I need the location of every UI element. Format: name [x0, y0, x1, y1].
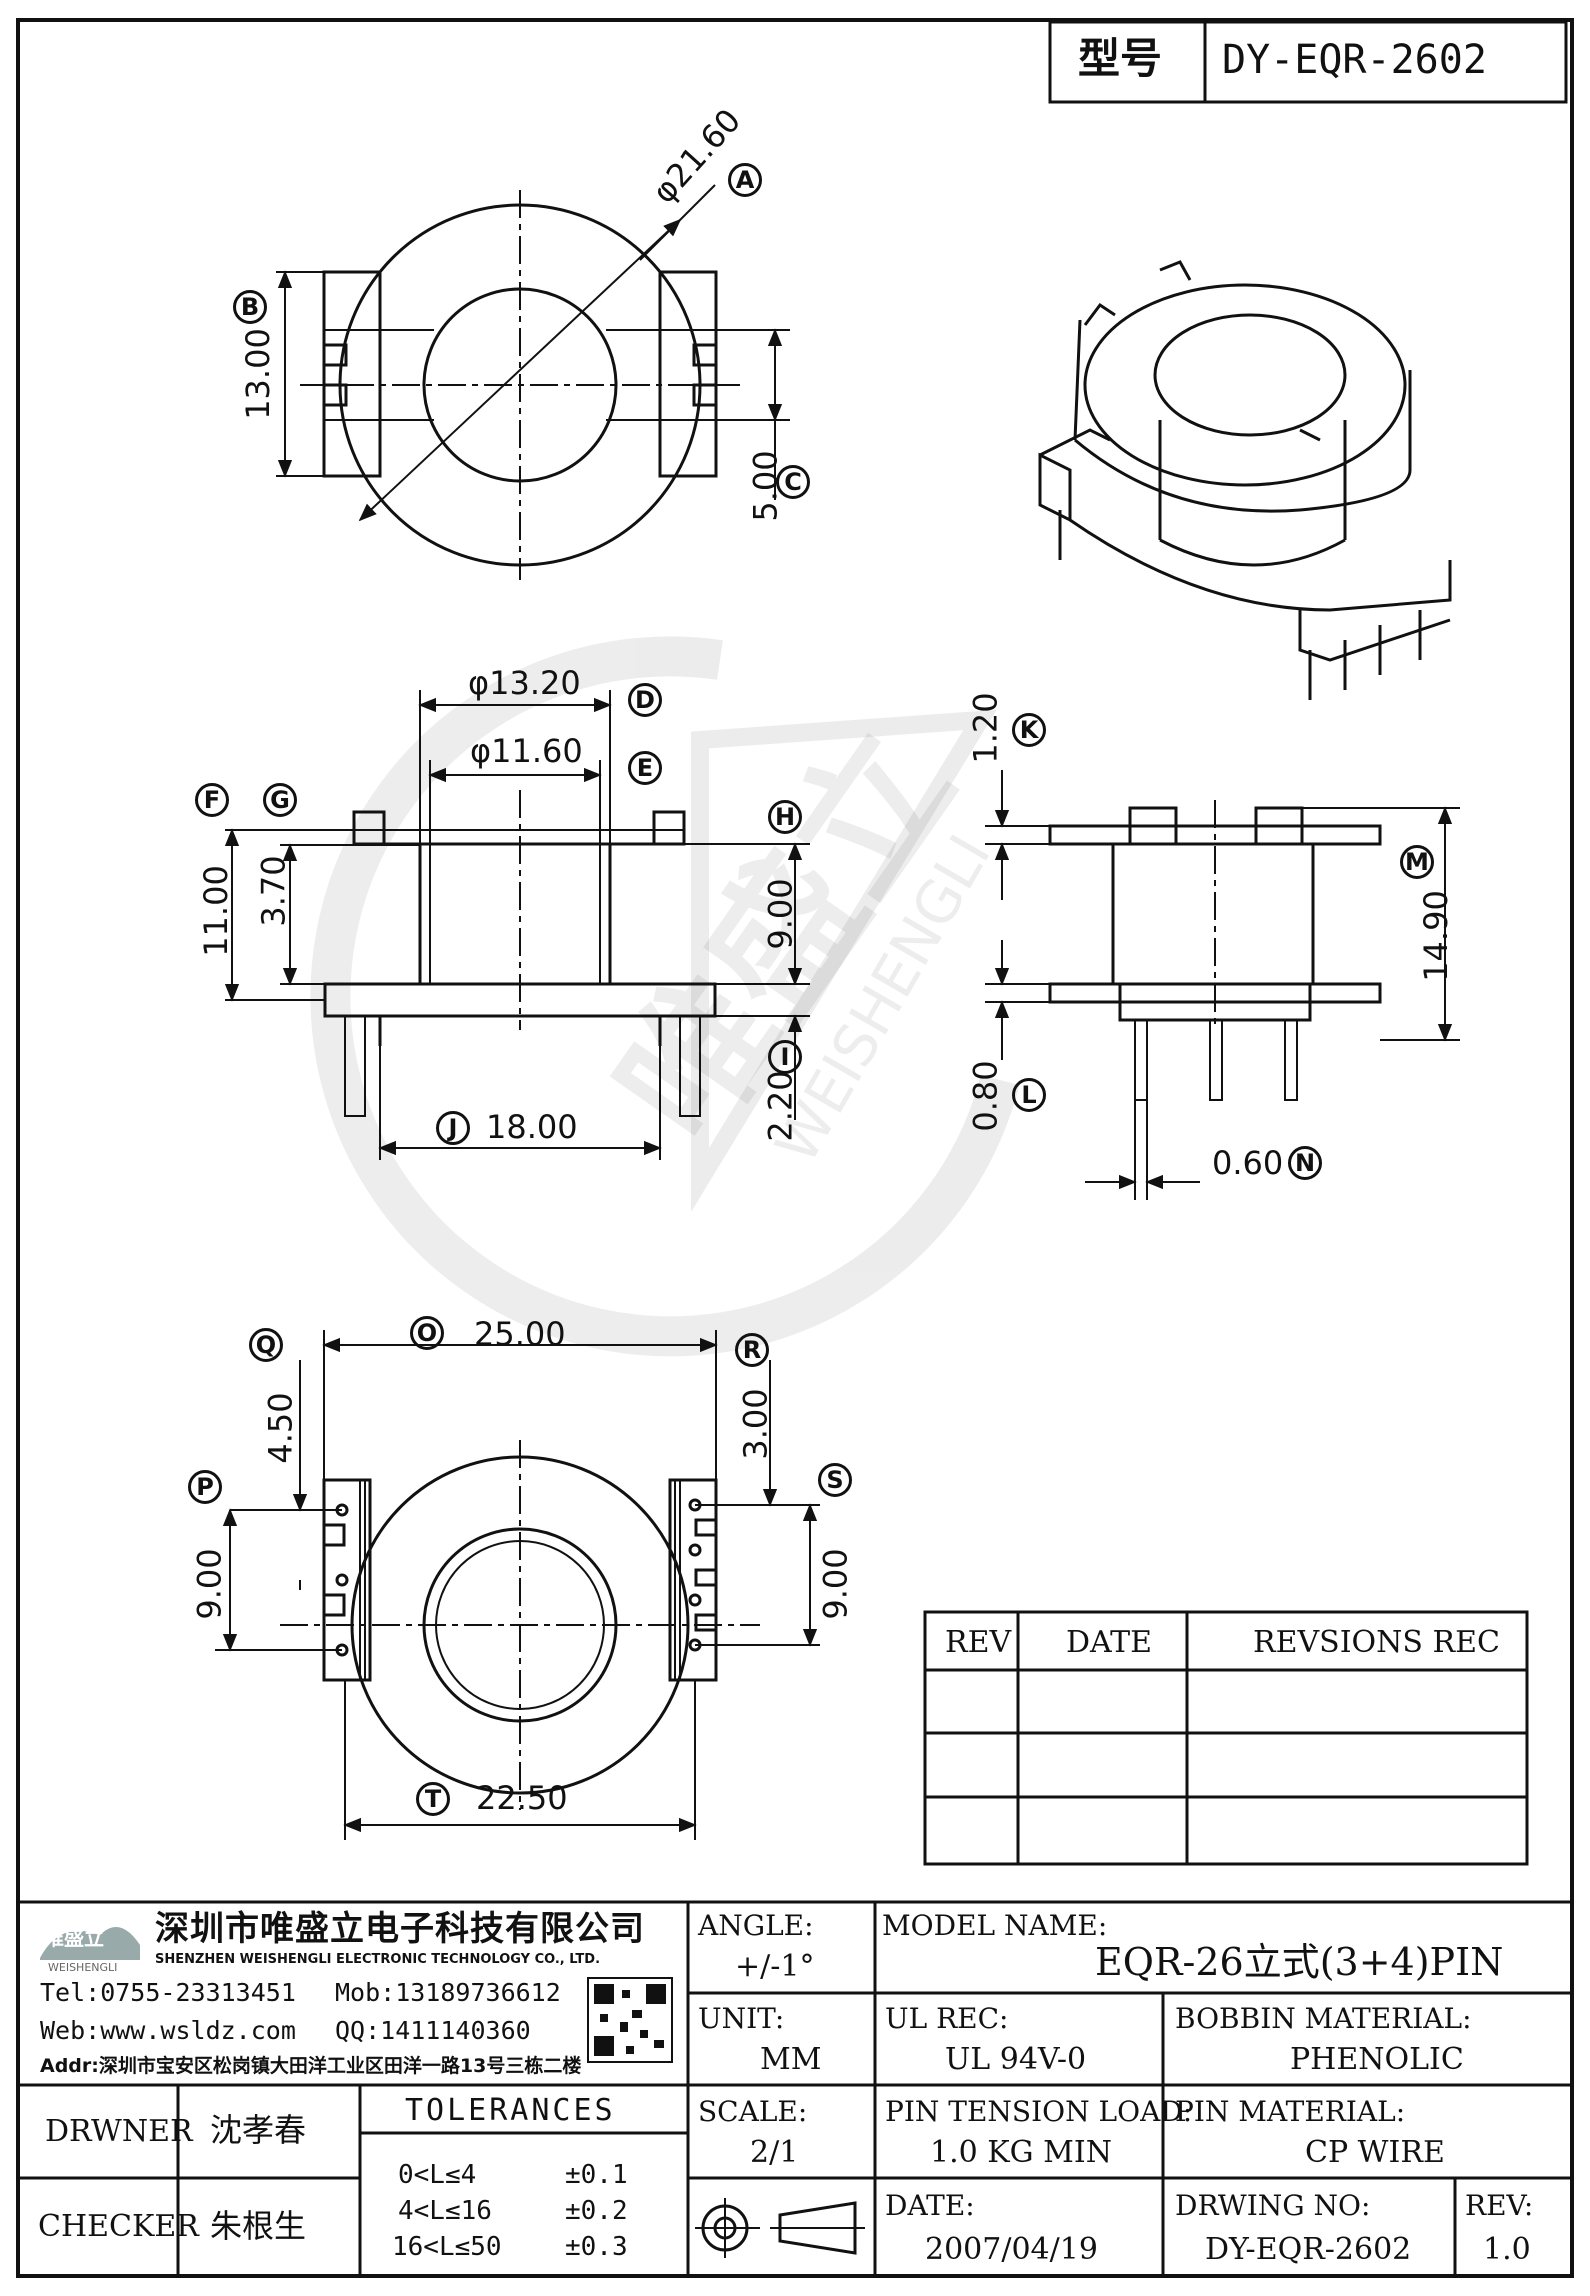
tension-label: PIN TENSION LOAD: — [885, 2095, 1193, 2128]
scale-value: 2/1 — [750, 2135, 799, 2170]
label-i: I — [768, 1040, 802, 1074]
rev-header-date: DATE — [1066, 1625, 1152, 1660]
label-l: L — [1012, 1078, 1046, 1112]
tol-range-1: 0<L≤4 — [398, 2160, 477, 2190]
ul-label: UL REC: — [885, 2002, 1009, 2035]
company-addr: Addr:深圳市宝安区松岗镇大田洋工业区田洋一路13号三栋二楼 — [40, 2055, 582, 2077]
tol-value-3: ±0.3 — [565, 2232, 628, 2262]
revision-table — [923, 1610, 1529, 1866]
unit-value: MM — [760, 2042, 822, 2077]
dim-front-id: φ11.60 — [470, 732, 583, 770]
dim-side-pin: 0.60 — [1212, 1144, 1284, 1182]
dim-bottom-right-top: 3.00 — [736, 1388, 775, 1460]
model-code-header: DY-EQR-2602 — [1222, 37, 1487, 83]
pin-material-label: PIN MATERIAL: — [1175, 2095, 1406, 2128]
logo-text: 唯盛立 — [44, 1926, 104, 1950]
company-name-cn: 深圳市唯盛立电子科技有限公司 — [155, 1909, 645, 1949]
dim-bottom-left-top: 4.50 — [261, 1392, 300, 1464]
rev-label: REV: — [1465, 2189, 1534, 2222]
title-block — [18, 1900, 1572, 2276]
dwg-no-value: DY-EQR-2602 — [1205, 2232, 1412, 2267]
label-n: N — [1288, 1146, 1322, 1180]
type-label: 型号 — [1078, 34, 1163, 83]
tol-value-2: ±0.2 — [565, 2196, 628, 2226]
drawer-label: DRWNER — [45, 2114, 193, 2149]
label-t: T — [416, 1782, 450, 1816]
dim-side-bottom-flange: 0.80 — [966, 1060, 1005, 1132]
rev-header-rev: REV — [945, 1625, 1012, 1660]
bottom-view — [215, 1330, 820, 1840]
company-tel: Tel:0755-23313451 — [40, 1978, 296, 2007]
dim-bottom-left-pitch: 9.00 — [190, 1548, 229, 1620]
side-view — [985, 770, 1460, 1200]
company-name-en: SHENZHEN WEISHENGLI ELECTRONIC TECHNOLOG… — [155, 1952, 601, 1967]
label-b: B — [233, 290, 267, 324]
bobbin-value: PHENOLIC — [1290, 2042, 1464, 2077]
label-p: P — [188, 1470, 222, 1504]
tol-range-3: 16<L≤50 — [392, 2232, 502, 2262]
label-f: F — [195, 783, 229, 817]
dim-front-od: φ13.20 — [468, 664, 581, 702]
qr-code — [587, 1977, 673, 2063]
dim-bottom-width: 25.00 — [474, 1315, 566, 1353]
label-j: J — [436, 1111, 470, 1145]
company-mob: Mob:13189736612 — [335, 1978, 561, 2007]
label-h: H — [768, 800, 802, 834]
date-value: 2007/04/19 — [925, 2232, 1098, 2267]
label-e: E — [628, 751, 662, 785]
company-qq: QQ:1411140360 — [335, 2016, 531, 2045]
model-label: MODEL NAME: — [882, 1909, 1108, 1942]
rev-value: 1.0 — [1483, 2232, 1531, 2267]
label-m: M — [1400, 845, 1434, 879]
top-view — [276, 184, 790, 580]
angle-label: ANGLE: — [698, 1909, 814, 1942]
watermark — [310, 636, 1020, 1357]
dwg-no-label: DRWING NO: — [1175, 2189, 1371, 2222]
label-d: D — [628, 683, 662, 717]
scale-label: SCALE: — [698, 2095, 808, 2128]
model-value: EQR-26立式(3+4)PIN — [1095, 1940, 1504, 1984]
label-a: A — [728, 163, 762, 197]
label-k: K — [1012, 713, 1046, 747]
type-box — [1048, 20, 1568, 104]
dim-bottom-right-pitch: 9.00 — [816, 1548, 855, 1620]
date-label: DATE: — [885, 2189, 975, 2222]
dim-front-h-total: 11.00 — [196, 865, 235, 957]
checker-value: 朱根生 — [210, 2207, 307, 2245]
dim-front-width: 18.00 — [486, 1108, 578, 1146]
dim-side-height: 14.90 — [1416, 890, 1455, 982]
company-logo — [40, 1927, 140, 1960]
tolerances-title: TOLERANCES — [405, 2093, 616, 2128]
isometric-view — [1038, 260, 1452, 700]
tol-value-1: ±0.1 — [565, 2160, 628, 2190]
label-g: G — [263, 783, 297, 817]
logo-sub: WEISHENGLI — [48, 1961, 118, 1974]
label-s: S — [818, 1463, 852, 1497]
bobbin-label: BOBBIN MATERIAL: — [1175, 2002, 1472, 2035]
dim-side-top-flange: 1.20 — [966, 692, 1005, 764]
label-q: Q — [249, 1328, 283, 1362]
ul-value: UL 94V-0 — [945, 2042, 1087, 2077]
label-r: R — [735, 1333, 769, 1367]
sheet-border — [16, 18, 1574, 2278]
label-o: O — [410, 1316, 444, 1350]
pin-material-value: CP WIRE — [1305, 2135, 1445, 2170]
company-web: Web:www.wsldz.com — [40, 2016, 296, 2045]
label-c: C — [776, 465, 810, 499]
rev-header-rec: REVSIONS REC — [1253, 1625, 1500, 1660]
tol-range-2: 4<L≤16 — [398, 2196, 492, 2226]
unit-label: UNIT: — [698, 2002, 785, 2035]
dim-front-h-flange: 3.70 — [254, 855, 293, 927]
angle-value: +/-1° — [735, 1949, 815, 1984]
tension-value: 1.0 KG MIN — [930, 2135, 1112, 2170]
drawer-value: 沈孝春 — [210, 2111, 307, 2149]
dim-top-height: 13.00 — [238, 328, 277, 420]
checker-label: CHECKER — [38, 2209, 199, 2244]
dim-bottom-width2: 22.50 — [476, 1779, 568, 1817]
